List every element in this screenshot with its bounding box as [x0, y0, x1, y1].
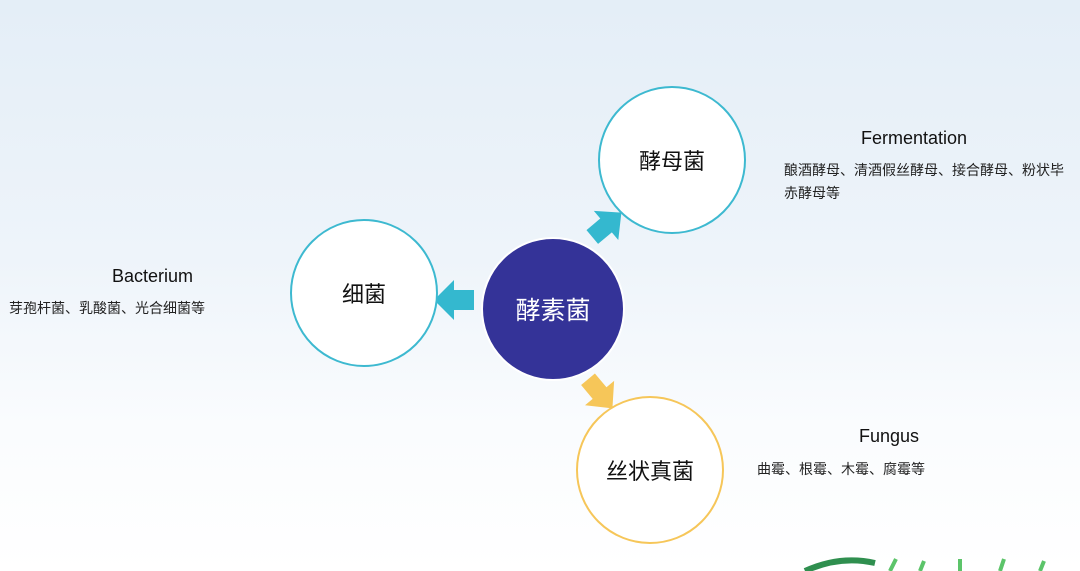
yeast-en-label: Fermentation: [861, 128, 968, 148]
arrow-up-right-icon: [586, 210, 622, 244]
bacteria-en-label: Bacterium: [112, 266, 194, 286]
bacteria-node: 细菌: [290, 219, 438, 367]
bacteria-desc: 芽孢杆菌、乳酸菌、光合细菌等: [9, 301, 205, 317]
bacteria-label: 细菌: [341, 283, 386, 308]
arrow-down-right-icon: [581, 373, 615, 409]
yeast-label: 酵母菌: [638, 150, 705, 175]
fungus-desc: 曲霉、根霉、木霉、腐霉等: [757, 462, 925, 478]
yeast-desc: 酿酒酵母、清酒假丝酵母、接合酵母、粉状毕赤酵母等: [784, 163, 1064, 202]
fungus-label: 丝状真菌: [605, 460, 694, 485]
fungus-en-label: Fungus: [859, 426, 920, 446]
logo-swoosh: [803, 557, 1046, 571]
center-node: 酵素菌: [481, 237, 625, 381]
fungus-node: 丝状真菌: [576, 396, 724, 544]
center-label: 酵素菌: [515, 296, 591, 325]
yeast-node: 酵母菌: [598, 86, 746, 234]
arrow-left-icon: [434, 280, 474, 320]
